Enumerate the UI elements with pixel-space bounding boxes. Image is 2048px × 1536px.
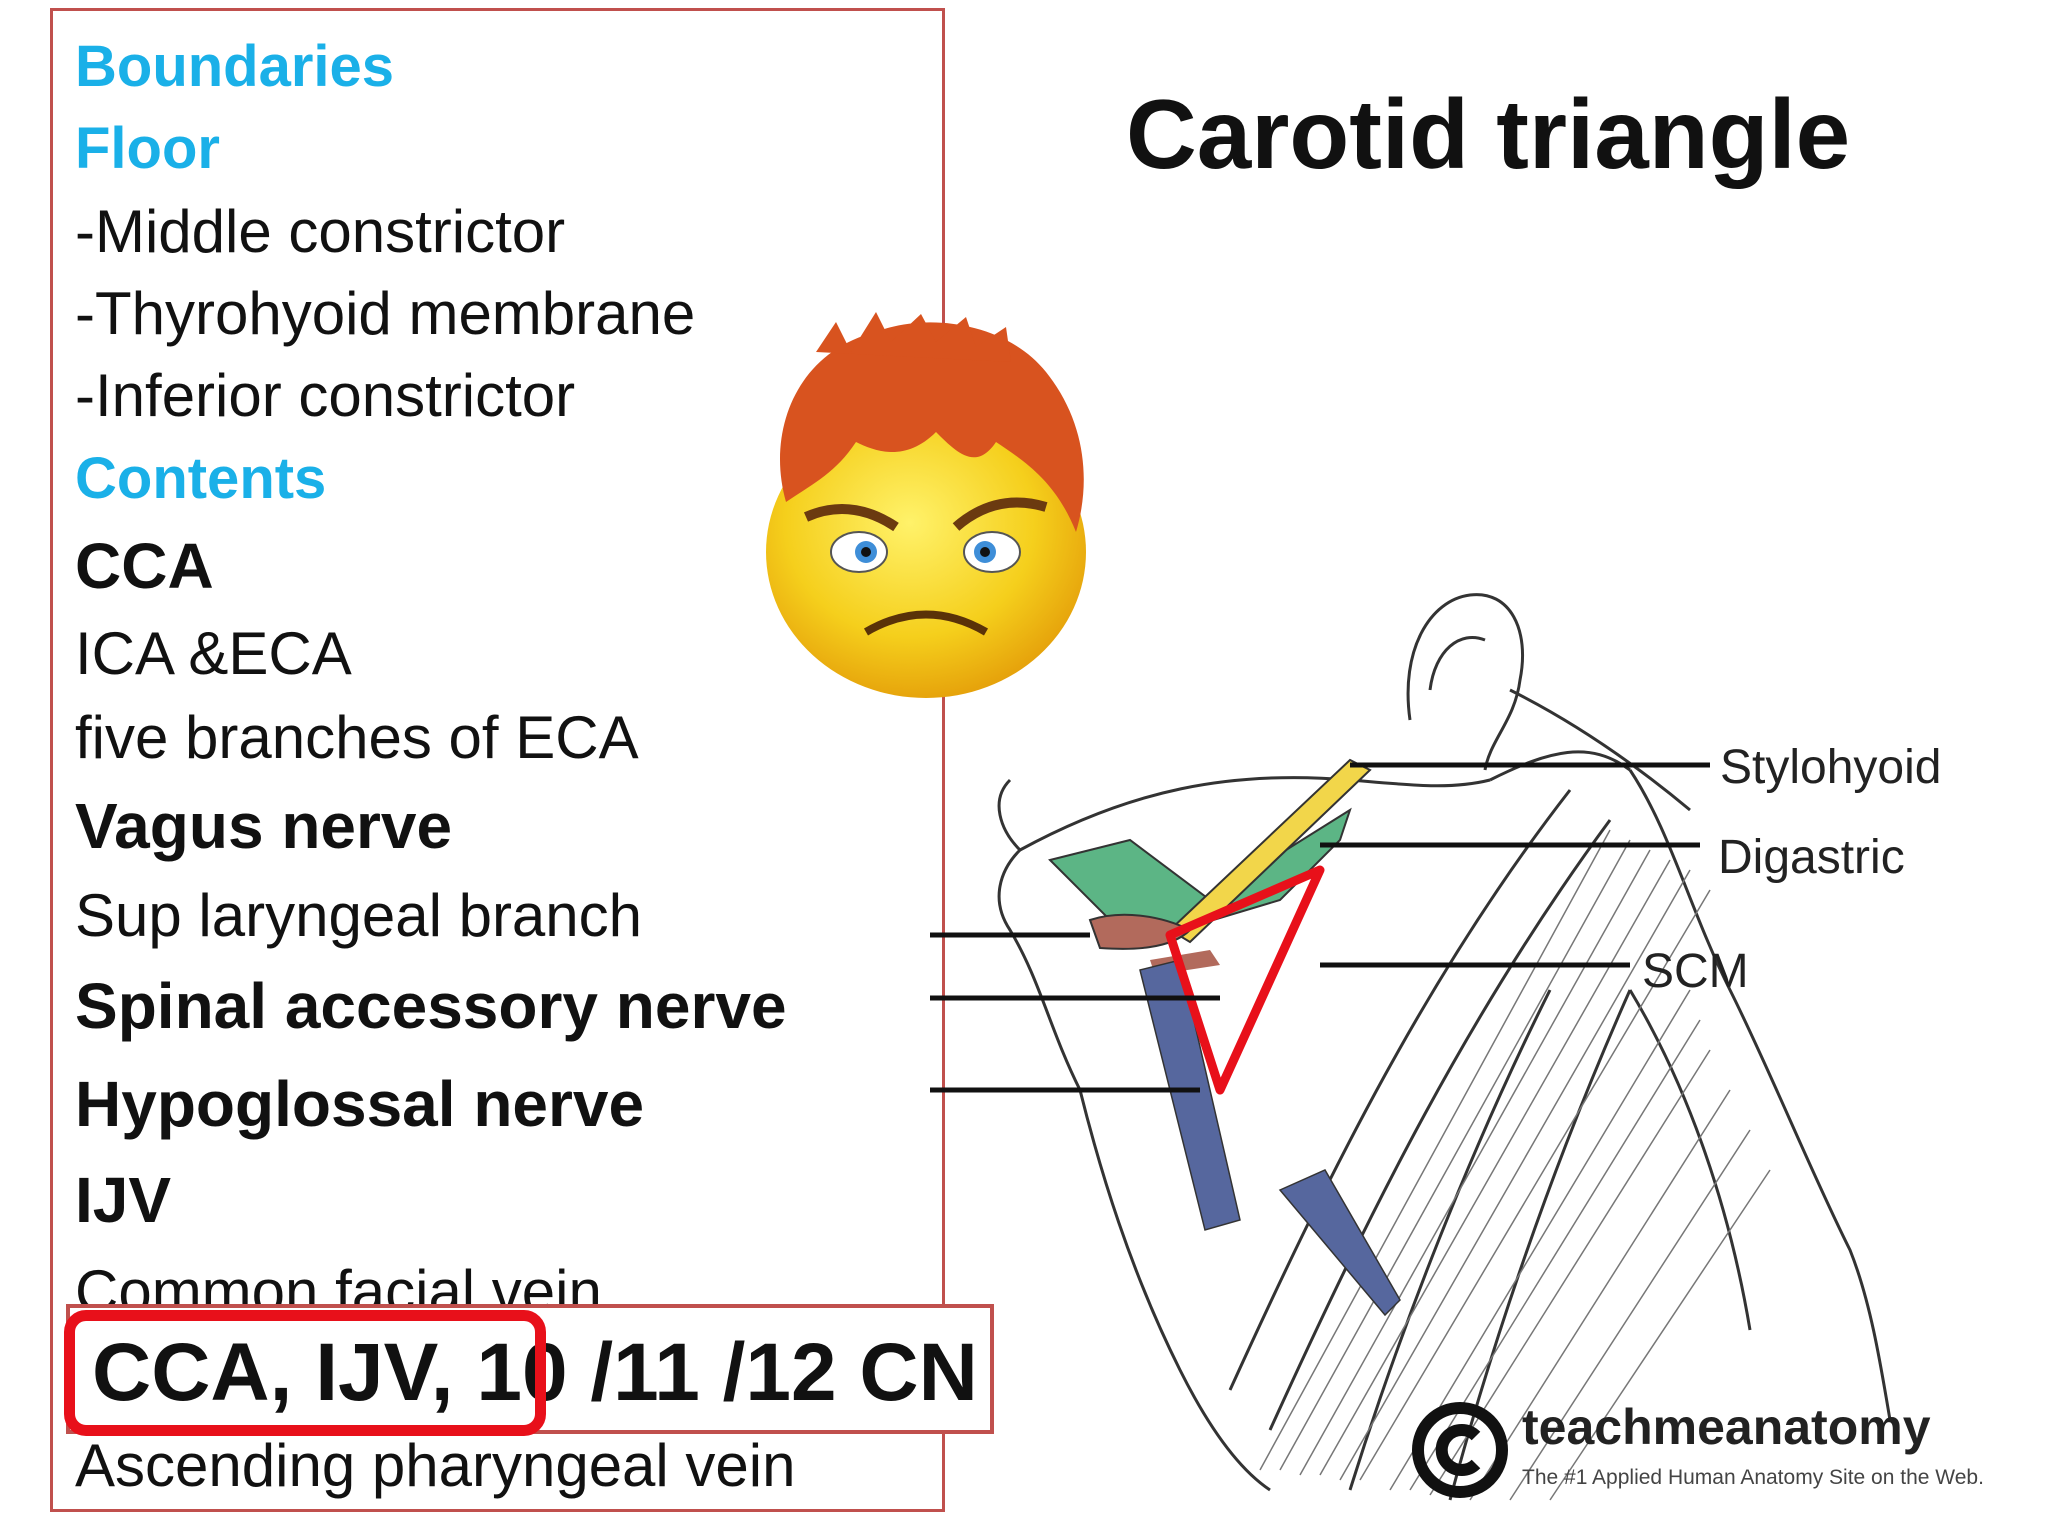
content-panel: Boundaries Floor -Middle constrictor -Th… (50, 8, 945, 1512)
angry-face-emoji-icon (766, 312, 1086, 698)
copyright-icon (1412, 1402, 1508, 1498)
teachmeanatomy-logo: teachmeanatomy The #1 Applied Human Anat… (1400, 1399, 2040, 1500)
contents-heading: Contents (75, 446, 327, 511)
floor-item: -Inferior constrictor (75, 362, 576, 429)
content-eca-branches: five branches of ECA (75, 704, 639, 771)
content-hypoglossal: Hypoglossal nerve (75, 1068, 645, 1140)
neck-anatomy-diagram (930, 593, 1892, 1501)
summary-highlight (64, 1310, 546, 1436)
floor-item: -Middle constrictor (75, 198, 566, 265)
content-ijv: IJV (75, 1164, 172, 1236)
content-ascending-pharyngeal: Ascending pharyngeal vein (75, 1432, 796, 1499)
content-sup-laryngeal: Sup laryngeal branch (75, 882, 643, 949)
floor-item: -Thyrohyoid membrane (75, 280, 696, 347)
content-spinal-accessory: Spinal accessory nerve (75, 970, 787, 1042)
floor-heading: Floor (75, 116, 220, 181)
logo-tagline: The #1 Applied Human Anatomy Site on the… (1522, 1466, 1984, 1489)
summary-text: CCA, IJV, 10 /11 /12 CN (92, 1327, 978, 1418)
boundaries-heading: Boundaries (75, 34, 395, 99)
logo-name: teachmeanatomy (1522, 1399, 1931, 1455)
content-cca: CCA (75, 530, 214, 602)
content-ica-eca: ICA &ECA (75, 620, 352, 687)
label-stylohyoid: Stylohyoid (1720, 741, 1942, 794)
content-vagus: Vagus nerve (75, 790, 453, 862)
label-scm: SCM (1642, 945, 1749, 998)
label-digastric: Digastric (1718, 831, 1905, 884)
page-title: Carotid triangle (1126, 79, 1851, 189)
